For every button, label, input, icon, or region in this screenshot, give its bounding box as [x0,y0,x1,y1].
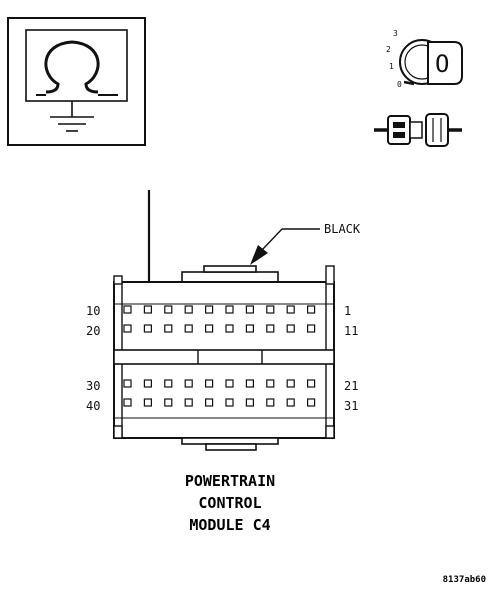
connector-body [113,265,335,451]
pin-label-30: 30 [86,379,100,393]
title-line-1: POWERTRAIN [185,472,275,490]
pin-cavity [143,324,152,333]
pin-cavity [286,324,295,333]
pin-label-10: 10 [86,304,100,318]
pin-cavity [143,305,152,314]
ignition-position-2: 2 [386,45,391,54]
color-callout: BLACK [250,222,361,265]
pin-cavity [266,324,275,333]
pin-cavity [143,379,152,388]
pin-cavity [245,379,254,388]
pin-cavity [164,379,173,388]
pin-cavity [225,324,234,333]
connector-plug-icon [374,113,462,147]
pin-cavity [266,305,275,314]
pin-label-40: 40 [86,399,100,413]
pin-cavity [245,398,254,407]
pin-cavity [266,379,275,388]
ignition-position-1: 1 [389,62,394,71]
pin-cavity [123,379,132,388]
connector-title: POWERTRAIN CONTROL MODULE C4 [185,472,275,534]
pin-cavity [307,398,316,407]
pin-cavity [245,305,254,314]
pin-cavity [286,379,295,388]
ignition-key-icon: 3 2 1 0 O [386,29,463,89]
pin-cavity [184,324,193,333]
ground-icon [7,17,146,146]
pin-cavity [286,398,295,407]
connector-color-label: BLACK [324,222,361,236]
pin-cavity [164,324,173,333]
ignition-position-3: 3 [393,29,398,38]
pin-cavity [123,305,132,314]
ignition-position-0: 0 [397,80,402,89]
pin-cavity [205,398,214,407]
pin-cavity [164,398,173,407]
figure-code: 8137ab60 [443,575,486,585]
pin-label-21: 21 [344,379,358,393]
pin-cavity [225,398,234,407]
pin-label-31: 31 [344,399,358,413]
pin-cavity [205,379,214,388]
pin-cavity [307,379,316,388]
pin-cavity [184,305,193,314]
pin-cavity [123,398,132,407]
pin-cavity [205,305,214,314]
pin-cavity [307,324,316,333]
pin-cavity [225,305,234,314]
pin-grid [123,305,316,407]
ignition-key-symbol: O [435,50,449,78]
pin-label-11: 11 [344,324,358,338]
pin-cavity [245,324,254,333]
pin-cavity [205,324,214,333]
title-line-2: CONTROL [198,494,261,512]
pin-cavity [184,398,193,407]
pin-label-1: 1 [344,304,351,318]
pin-cavity [225,379,234,388]
pin-cavity [307,305,316,314]
pin-cavity [286,305,295,314]
pin-cavity [164,305,173,314]
title-line-3: MODULE C4 [189,516,270,534]
pin-cavity [123,324,132,333]
pin-cavity [143,398,152,407]
pin-cavity [184,379,193,388]
pin-cavity [266,398,275,407]
pin-label-20: 20 [86,324,100,338]
pin-labels: 10 1 20 11 30 21 40 31 [86,304,358,413]
